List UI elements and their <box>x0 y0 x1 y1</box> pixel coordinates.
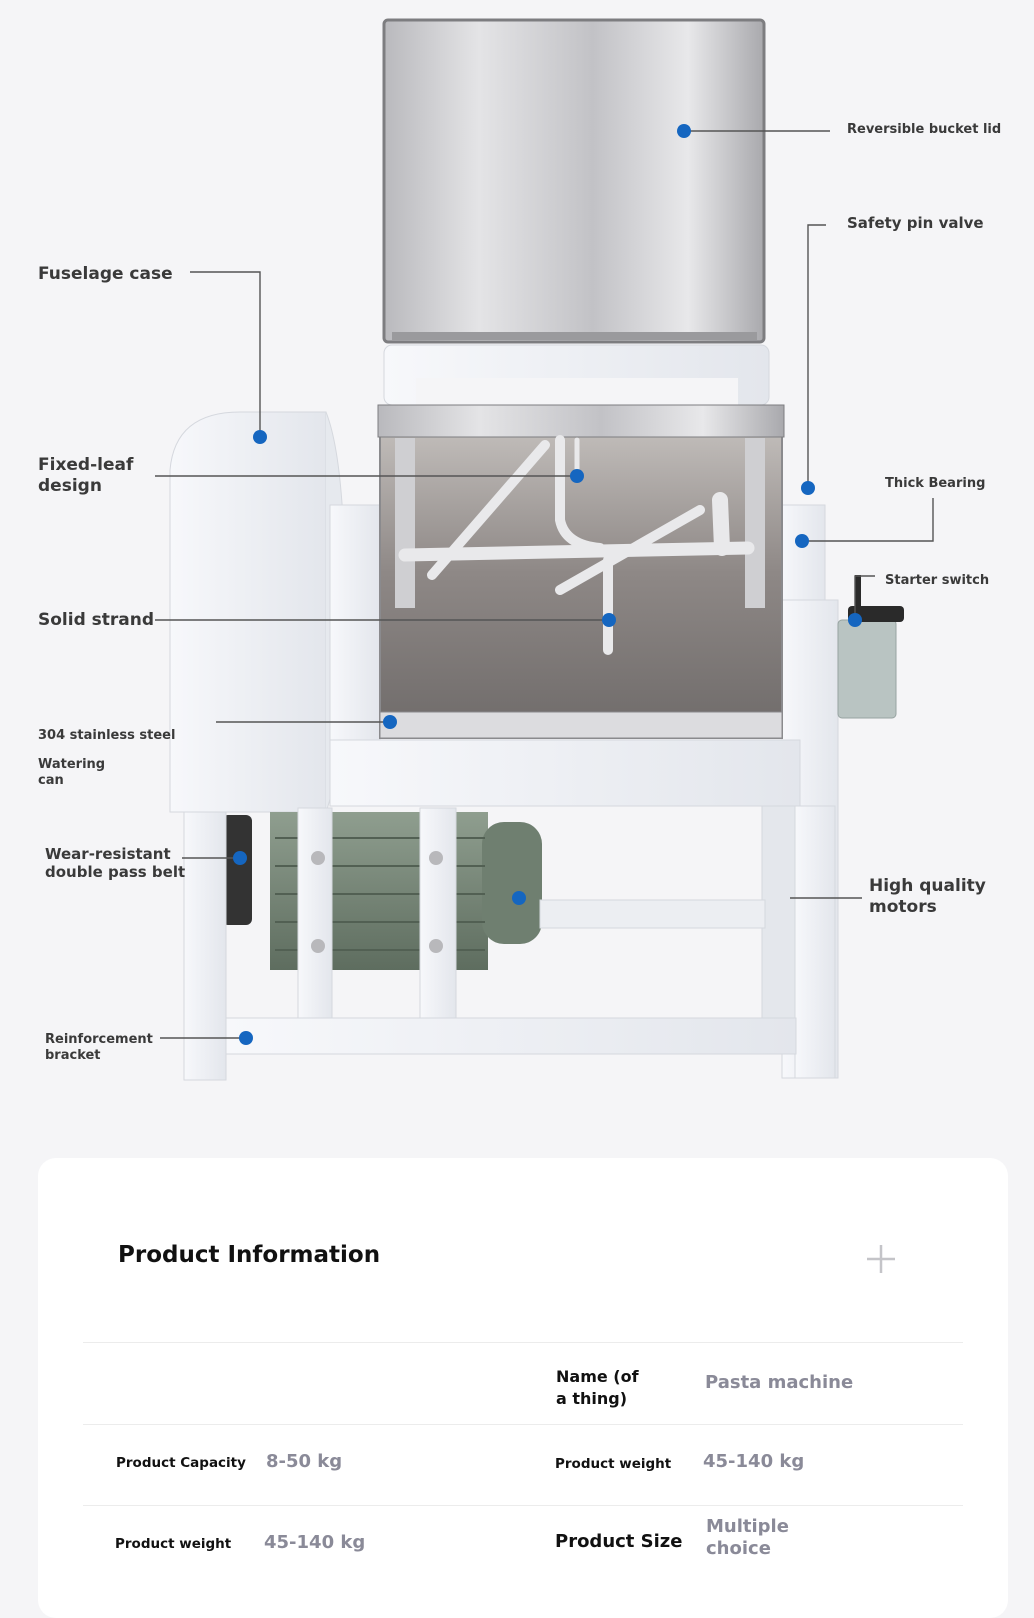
control-box <box>837 575 904 719</box>
info-value: Multiple choice <box>706 1516 789 1559</box>
info-key: Product weight <box>555 1456 672 1472</box>
marker-fuselage <box>253 430 267 444</box>
label-solid-strand: Solid strand <box>38 610 155 630</box>
row-divider <box>83 1505 963 1506</box>
marker-bracket <box>239 1031 253 1045</box>
product-info-card: Product Information Name (of a thing) Pa… <box>38 1158 1008 1618</box>
marker-switch <box>848 613 862 627</box>
table-top <box>329 739 801 807</box>
agitator-shaft <box>398 435 755 655</box>
marker-motor <box>512 891 526 905</box>
marker-safety-pin <box>801 481 815 495</box>
info-value: 45-140 kg <box>703 1451 805 1472</box>
info-key: Product Capacity <box>116 1455 246 1471</box>
label-starter-switch: Starter switch <box>885 573 990 588</box>
label-belt: Wear-resistant double pass belt <box>45 845 186 882</box>
label-bracket: Reinforcement bracket <box>45 1032 153 1063</box>
label-fixed-leaf: Fixed-leaf design <box>38 455 134 496</box>
label-watering-can: Watering can <box>38 757 106 788</box>
marker-bearing <box>795 534 809 548</box>
row-divider <box>83 1424 963 1425</box>
info-value: 45-140 kg <box>264 1532 366 1553</box>
marker-belt <box>233 851 247 865</box>
marker-lid <box>677 124 691 138</box>
electric-motor <box>222 812 542 970</box>
info-key: Product Size <box>555 1531 683 1552</box>
frame-legs <box>183 805 836 1081</box>
dough-mixer-illustration <box>155 18 934 1081</box>
marker-stainless <box>383 715 397 729</box>
row-divider <box>83 1342 963 1343</box>
info-value: 8-50 kg <box>266 1451 343 1472</box>
label-fuselage: Fuselage case <box>38 264 173 284</box>
marker-strand <box>602 613 616 627</box>
info-key: Product weight <box>115 1536 232 1552</box>
fuselage-case <box>169 411 346 813</box>
label-stainless-steel: 304 stainless steel <box>38 728 176 743</box>
marker-fixed-leaf <box>570 469 584 483</box>
lid-frame <box>383 344 770 406</box>
product-diagram: Reversible bucket lid Safety pin valve F… <box>38 18 1002 1081</box>
callout-markers <box>233 124 862 1045</box>
label-motors: High quality motors <box>869 876 986 917</box>
label-safety-pin: Safety pin valve <box>847 214 984 232</box>
leader-lines <box>155 130 934 1039</box>
product-info-title: Product Information <box>118 1242 381 1268</box>
plus-icon[interactable] <box>864 1242 898 1276</box>
label-reversible-lid: Reversible bucket lid <box>847 122 1002 137</box>
bucket-lid <box>382 18 766 344</box>
info-key: Name (of a thing) <box>556 1367 639 1408</box>
label-thick-bearing: Thick Bearing <box>885 476 986 491</box>
info-value: Pasta machine <box>705 1372 854 1393</box>
